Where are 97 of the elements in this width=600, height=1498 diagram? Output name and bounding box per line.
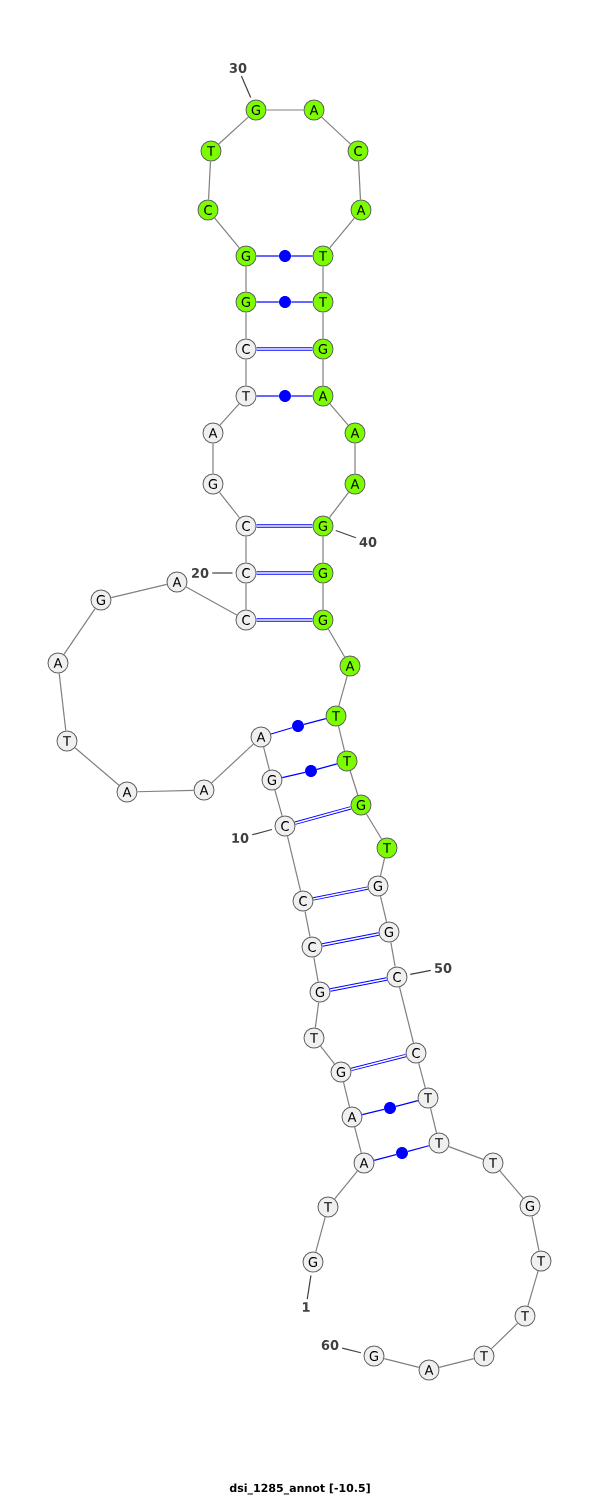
backbone-line xyxy=(429,1107,438,1134)
backbone-line xyxy=(219,403,240,426)
backbone-line xyxy=(390,941,396,968)
base-pair-line xyxy=(407,1145,430,1152)
backbone-line xyxy=(263,746,270,771)
base-pair-line xyxy=(255,395,280,397)
base-pair-line xyxy=(255,618,314,622)
base-pair-line xyxy=(290,255,314,257)
base-pair-line xyxy=(255,301,280,303)
position-number: 60 xyxy=(321,1340,339,1350)
base-pair-line xyxy=(303,718,327,726)
backbone-line xyxy=(207,160,212,201)
backbone-line xyxy=(245,311,247,340)
backbone-line xyxy=(136,789,195,793)
backbone-line xyxy=(418,1062,426,1089)
base-pair-line xyxy=(255,347,314,351)
position-number: 40 xyxy=(359,537,377,547)
backbone-line xyxy=(357,160,362,201)
backbone-line xyxy=(315,1216,326,1253)
position-number: 50 xyxy=(434,963,452,973)
leader-line xyxy=(240,75,252,99)
backbone-line xyxy=(245,265,247,293)
backbone-line xyxy=(365,813,383,840)
backbone-line xyxy=(342,1081,351,1108)
backbone-line xyxy=(245,358,247,387)
base-pair-line xyxy=(290,301,314,303)
backbone-line xyxy=(313,956,319,983)
base-pair-line xyxy=(395,1100,419,1108)
backbone-line xyxy=(328,491,350,519)
leader-line xyxy=(251,828,273,836)
backbone-line xyxy=(349,770,359,796)
caption: dsi_1285_annot [-10.5] xyxy=(229,1483,370,1495)
leader-line xyxy=(409,969,432,975)
backbone-line xyxy=(398,986,415,1044)
leader-line xyxy=(335,529,357,539)
leader-line xyxy=(341,1347,362,1354)
backbone-line xyxy=(329,403,349,426)
backbone-line xyxy=(265,109,305,111)
base-pair-line xyxy=(316,763,338,770)
backbone-line xyxy=(63,608,96,655)
backbone-line xyxy=(245,535,247,564)
backbone-line xyxy=(314,1001,320,1029)
backbone-line xyxy=(74,747,120,786)
backbone-line xyxy=(527,1270,539,1307)
backbone-line xyxy=(110,583,168,599)
base-pair-line xyxy=(270,727,293,735)
backbone-line xyxy=(438,1358,475,1369)
backbone-line xyxy=(379,895,388,923)
base-pair-line xyxy=(329,977,388,992)
backbone-line xyxy=(329,217,355,249)
backbone-line xyxy=(354,1126,362,1154)
backbone-line xyxy=(379,857,386,877)
position-number: 1 xyxy=(302,1302,310,1312)
backbone-line xyxy=(334,1170,358,1200)
base-pair-line xyxy=(255,571,314,575)
leader-line xyxy=(211,572,234,574)
base-pair-line xyxy=(312,886,369,901)
backbone-line xyxy=(448,1146,484,1160)
base-pair-line xyxy=(350,1053,407,1072)
backbone-line xyxy=(214,217,240,249)
backbone-line xyxy=(322,535,324,564)
base-pair-line xyxy=(373,1154,397,1161)
position-number: 20 xyxy=(192,568,209,578)
position-number: 10 xyxy=(232,833,249,843)
backbone-line xyxy=(383,1358,420,1369)
backbone-line xyxy=(322,582,324,611)
backbone-line xyxy=(321,116,351,145)
backbone-line xyxy=(327,628,346,658)
base-pair-line xyxy=(281,771,306,779)
backbone-line xyxy=(338,675,348,707)
backbone-line xyxy=(245,582,247,611)
backbone-line xyxy=(218,116,249,145)
backbone-line xyxy=(218,491,241,519)
backbone-line xyxy=(337,725,346,752)
backbone-line xyxy=(531,1215,540,1252)
backbone-line xyxy=(319,1045,336,1065)
backbone-line xyxy=(212,442,214,475)
backbone-line xyxy=(490,1322,519,1350)
backbone-line xyxy=(211,743,254,784)
base-pair-line xyxy=(290,395,314,397)
backbone-line xyxy=(322,311,324,340)
base-pair-line xyxy=(361,1108,385,1116)
base-pair-line xyxy=(321,932,380,947)
leader-line xyxy=(306,1274,312,1300)
backbone-line xyxy=(304,910,311,938)
backbone-line xyxy=(185,586,238,616)
backbone-line xyxy=(286,835,302,892)
backbone-line xyxy=(274,789,283,817)
base-pair-line xyxy=(294,806,352,825)
base-pair-line xyxy=(255,255,280,257)
backbone-line xyxy=(499,1170,524,1199)
base-pair-line xyxy=(255,524,314,528)
backbone-line xyxy=(58,672,67,732)
position-number: 30 xyxy=(229,63,247,73)
backbone-line xyxy=(322,358,324,387)
backbone-line xyxy=(322,265,324,293)
backbone-line xyxy=(354,442,356,475)
